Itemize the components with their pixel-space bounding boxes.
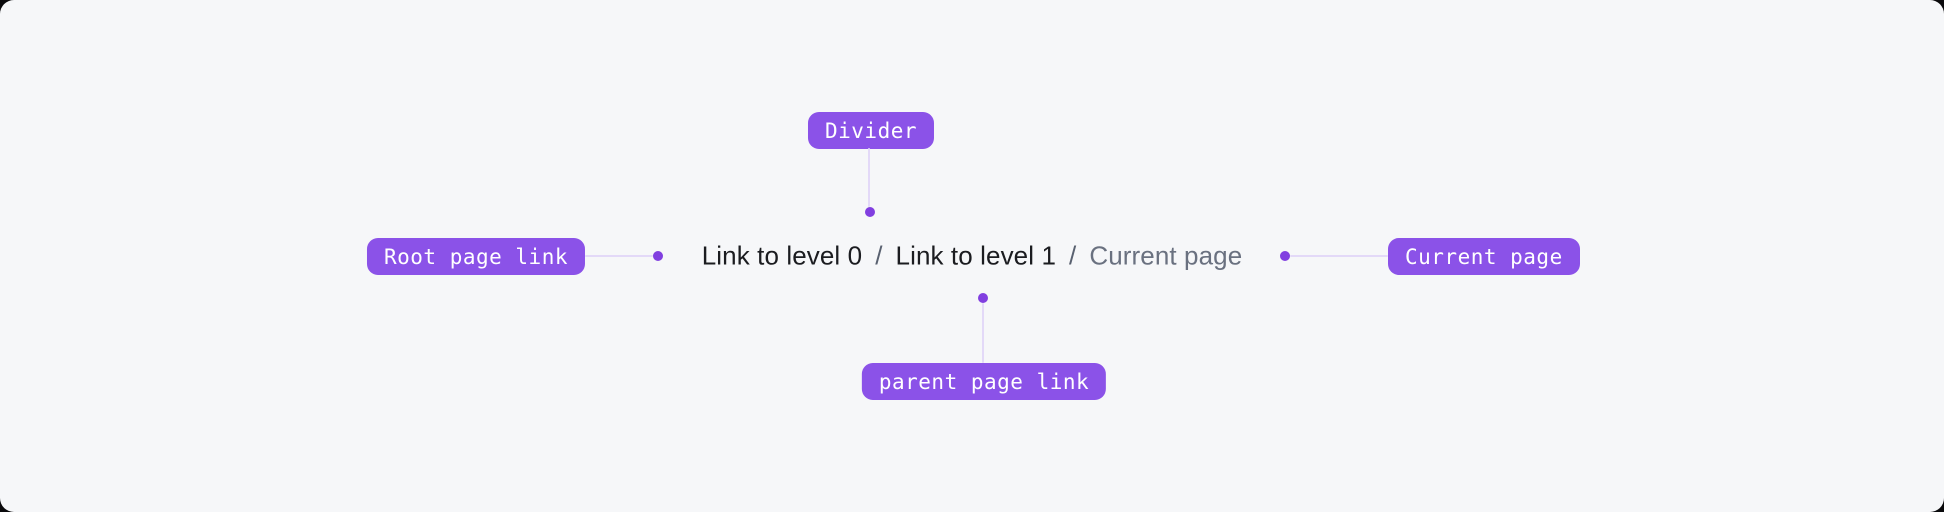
connector-line-current-page [1290,255,1388,257]
connector-line-divider [868,148,870,207]
connector-dot-current-page [1280,251,1290,261]
breadcrumb-divider-2: / [1069,240,1077,271]
connector-dot-parent-page-link [978,293,988,303]
breadcrumb-root-link[interactable]: Link to level 0 [701,240,863,271]
callout-badge-parent-page-link: parent page link [861,363,1107,400]
breadcrumb-parent-link[interactable]: Link to level 1 [895,240,1056,271]
callout-badge-root-page-link: Root page link [366,238,585,275]
connector-dot-root-page-link [653,251,663,261]
connector-dot-divider [865,207,875,217]
breadcrumb-current-page: Current page [1089,240,1243,271]
connector-line-root-page-link [585,255,653,257]
callout-badge-current-page: Current page [1388,238,1580,275]
callout-badge-divider: Divider [807,112,935,149]
connector-line-parent-page-link [982,303,984,363]
breadcrumb: Link to level 0 / Link to level 1 / Curr… [702,241,1243,272]
breadcrumb-divider-1: / [875,240,883,271]
